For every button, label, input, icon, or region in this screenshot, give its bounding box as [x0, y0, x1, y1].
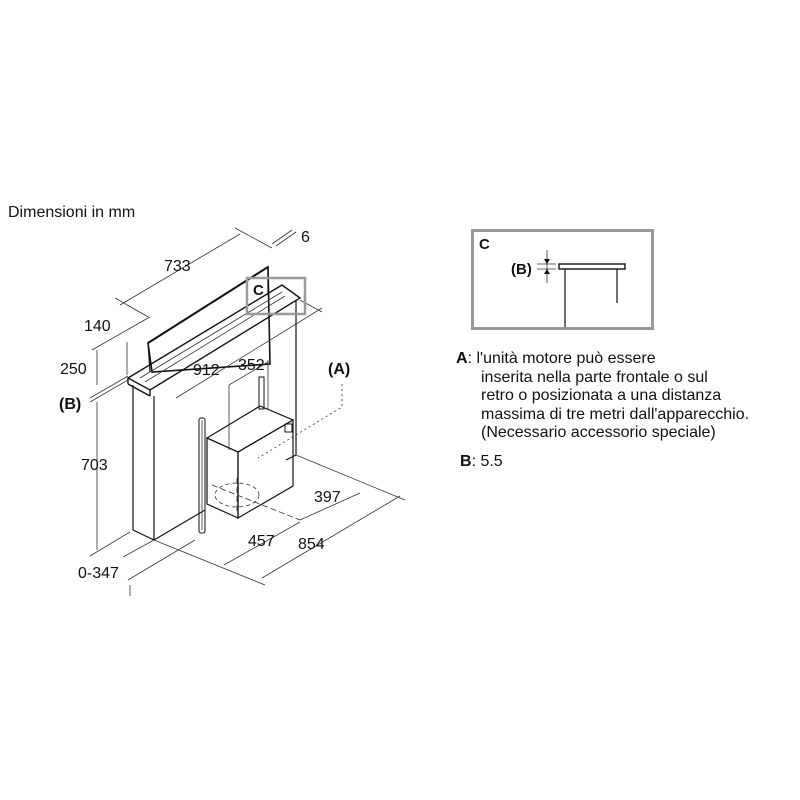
- dim-length: 912: [193, 362, 220, 379]
- dim-motor-width: 352: [238, 357, 265, 374]
- note-a-line: retro o posizionata a una distanza: [481, 387, 722, 404]
- detail-c-label: C: [479, 236, 490, 253]
- dim-motor-depth: 457: [248, 533, 275, 550]
- dim-gap-label: (B): [59, 396, 82, 413]
- note-a: A: l'unità motore può essere inserita ne…: [456, 350, 750, 441]
- note-b-value: 5.5: [480, 453, 503, 470]
- note-b: B: 5.5: [460, 453, 503, 470]
- detail-c-marker: [245, 276, 307, 316]
- detail-c-panel: C (B): [471, 229, 654, 330]
- note-a-line: inserita nella parte frontale o sul: [481, 368, 708, 386]
- dim-motor-label: (A): [328, 361, 351, 378]
- detail-gap-label: (B): [511, 261, 532, 278]
- main-body: [132, 300, 297, 541]
- note-a-key: A: [456, 350, 468, 367]
- dim-top-depth: 140: [84, 318, 111, 335]
- note-b-key: B: [460, 453, 472, 470]
- note-a-line: massima di tre metri dall'apparecchio.: [481, 405, 750, 423]
- dim-panel-width: 733: [164, 258, 191, 275]
- note-a-line: l'unità motore può essere: [476, 350, 656, 367]
- dim-motor-offset: 397: [314, 489, 341, 506]
- note-a-line: (Necessario accessorio speciale): [481, 424, 716, 441]
- dim-total-depth: 854: [298, 536, 325, 553]
- dim-panel-height: 250: [60, 361, 87, 378]
- dim-body-height: 703: [81, 457, 108, 474]
- dimension-lines: [89, 227, 406, 596]
- dim-floor-offset: 0-347: [78, 565, 119, 582]
- motor-unit: [198, 376, 301, 534]
- dim-panel-thickness: 6: [301, 229, 310, 246]
- motor-leader: [257, 384, 343, 459]
- detail-c-drawing: [537, 250, 626, 330]
- top-housing: [126, 284, 302, 397]
- diagram-title: Dimensioni in mm: [8, 204, 136, 221]
- detail-c-marker-label: C: [253, 282, 264, 299]
